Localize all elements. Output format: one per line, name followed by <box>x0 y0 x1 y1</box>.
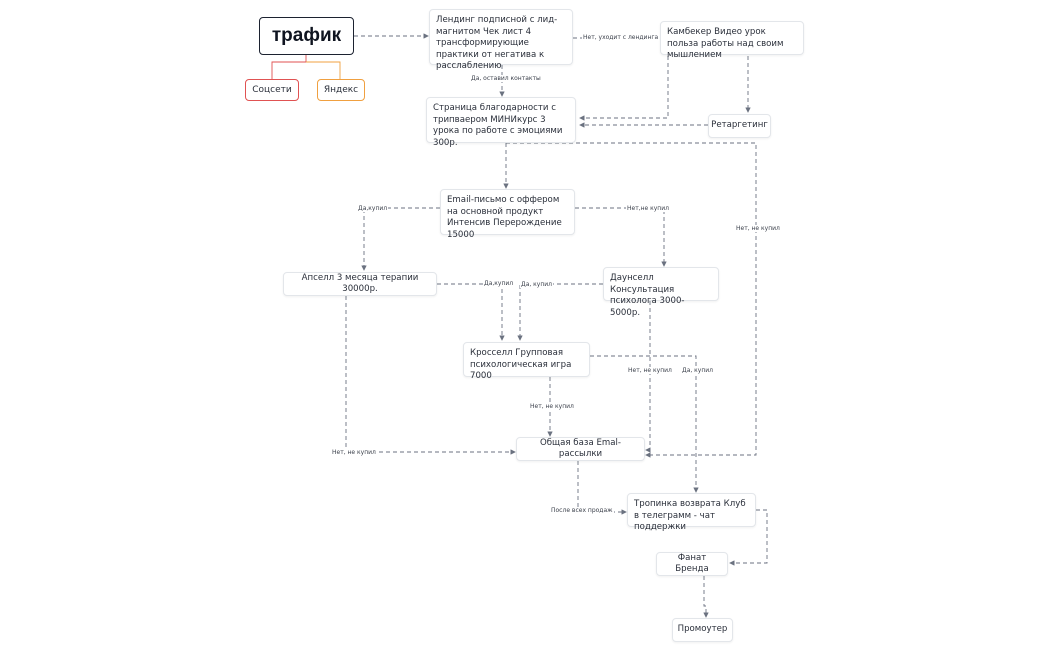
edge-upsell-crossell <box>437 283 505 341</box>
edge-thanks-base <box>506 142 757 458</box>
edge-label-after-all-sales: После всех продаж <box>550 507 614 514</box>
edge-root-yandex <box>306 61 341 80</box>
edge-label-yes-upsell: Да,купил <box>357 205 389 212</box>
node-email-offer-text: Email-письмо с оффером на основной проду… <box>447 195 562 240</box>
node-downsell-text: Даунселл Консультация психолога 3000-500… <box>610 273 685 318</box>
source-yandex[interactable]: Яндекс <box>317 79 365 101</box>
node-email-base-text: Общая база Emal-рассылки <box>539 437 621 460</box>
node-thanks-text: Страница благодарности с трипваером МИНИ… <box>433 103 563 148</box>
edge-label-no-upsell-base: Нет, не купил <box>331 449 377 456</box>
node-upsell[interactable]: Апселл 3 месяца терапии 30000р. <box>283 272 437 296</box>
edge-base-path <box>577 461 627 515</box>
edge-downsell-base <box>645 301 651 453</box>
edge-email-downsell <box>575 207 667 267</box>
node-promoter-text: Промоутер <box>677 624 728 635</box>
edge-label-no-right: Нет, не купил <box>735 225 781 232</box>
node-thanks[interactable]: Страница благодарности с трипваером МИНИ… <box>426 97 576 148</box>
source-yandex-label: Яндекс <box>323 85 359 95</box>
node-email-base[interactable]: Общая база Emal-рассылки <box>516 437 645 461</box>
edge-label-yes-mid1: Да,купил <box>483 280 515 287</box>
node-path-return[interactable]: Тропинка возврата Клуб в телеграмм - чат… <box>627 493 756 532</box>
node-crossell[interactable]: Кросселл Групповая психологическая игра … <box>463 342 590 381</box>
edge-path-fan <box>729 509 768 566</box>
node-downsell[interactable]: Даунселл Консультация психолога 3000-500… <box>603 267 719 318</box>
edge-comeback-thanks <box>579 56 669 121</box>
node-path-return-text: Тропинка возврата Клуб в телеграмм - чат… <box>634 499 746 532</box>
edge-crossell-path <box>590 355 699 493</box>
node-promoter[interactable]: Промоутер <box>672 618 733 642</box>
edge-label-no-crossell-base: Нет, не купил <box>529 403 575 410</box>
edge-fan-promoter <box>703 576 709 618</box>
node-comeback[interactable]: Камбекер Видео урок польза работы над св… <box>660 21 804 60</box>
edge-label-no-leaves: Нет, уходит с лендинга <box>582 34 660 41</box>
edge-label-no-downsell-base: Нет, не купил <box>627 367 673 374</box>
node-landing[interactable]: Лендинг подписной с лид-магнитом Чек лис… <box>429 9 573 71</box>
node-comeback-text: Камбекер Видео урок польза работы над св… <box>667 27 784 60</box>
node-landing-text: Лендинг подписной с лид-магнитом Чек лис… <box>436 15 558 71</box>
edge-label-yes-crossell-path: Да, купил <box>681 367 715 374</box>
edge-downsell-crossell <box>517 283 603 341</box>
source-socseti[interactable]: Соцсети <box>245 79 299 101</box>
edge-root-socseti <box>271 55 307 80</box>
node-retargeting[interactable]: Ретаргетинг <box>708 114 771 138</box>
edge-label-yes-mid2: Да, купил <box>520 281 554 288</box>
root-node-traffic[interactable]: трафик <box>259 17 354 55</box>
edge-label-yes-contacts: Да, оставил контакты <box>470 75 542 82</box>
root-label: трафик <box>271 25 342 46</box>
source-socseti-label: Соцсети <box>252 85 292 95</box>
node-crossell-text: Кросселл Групповая психологическая игра … <box>470 348 572 381</box>
node-email-offer[interactable]: Email-письмо с оффером на основной проду… <box>440 189 575 240</box>
node-retargeting-text: Ретаргетинг <box>711 120 768 131</box>
edge-label-no-downsell: Нет,не купил <box>626 205 670 212</box>
node-fan[interactable]: Фанат Бренда <box>656 552 728 576</box>
edge-email-upsell <box>361 207 440 271</box>
node-upsell-text: Апселл 3 месяца терапии 30000р. <box>301 272 419 295</box>
node-fan-text: Фанат Бренда <box>675 552 709 575</box>
